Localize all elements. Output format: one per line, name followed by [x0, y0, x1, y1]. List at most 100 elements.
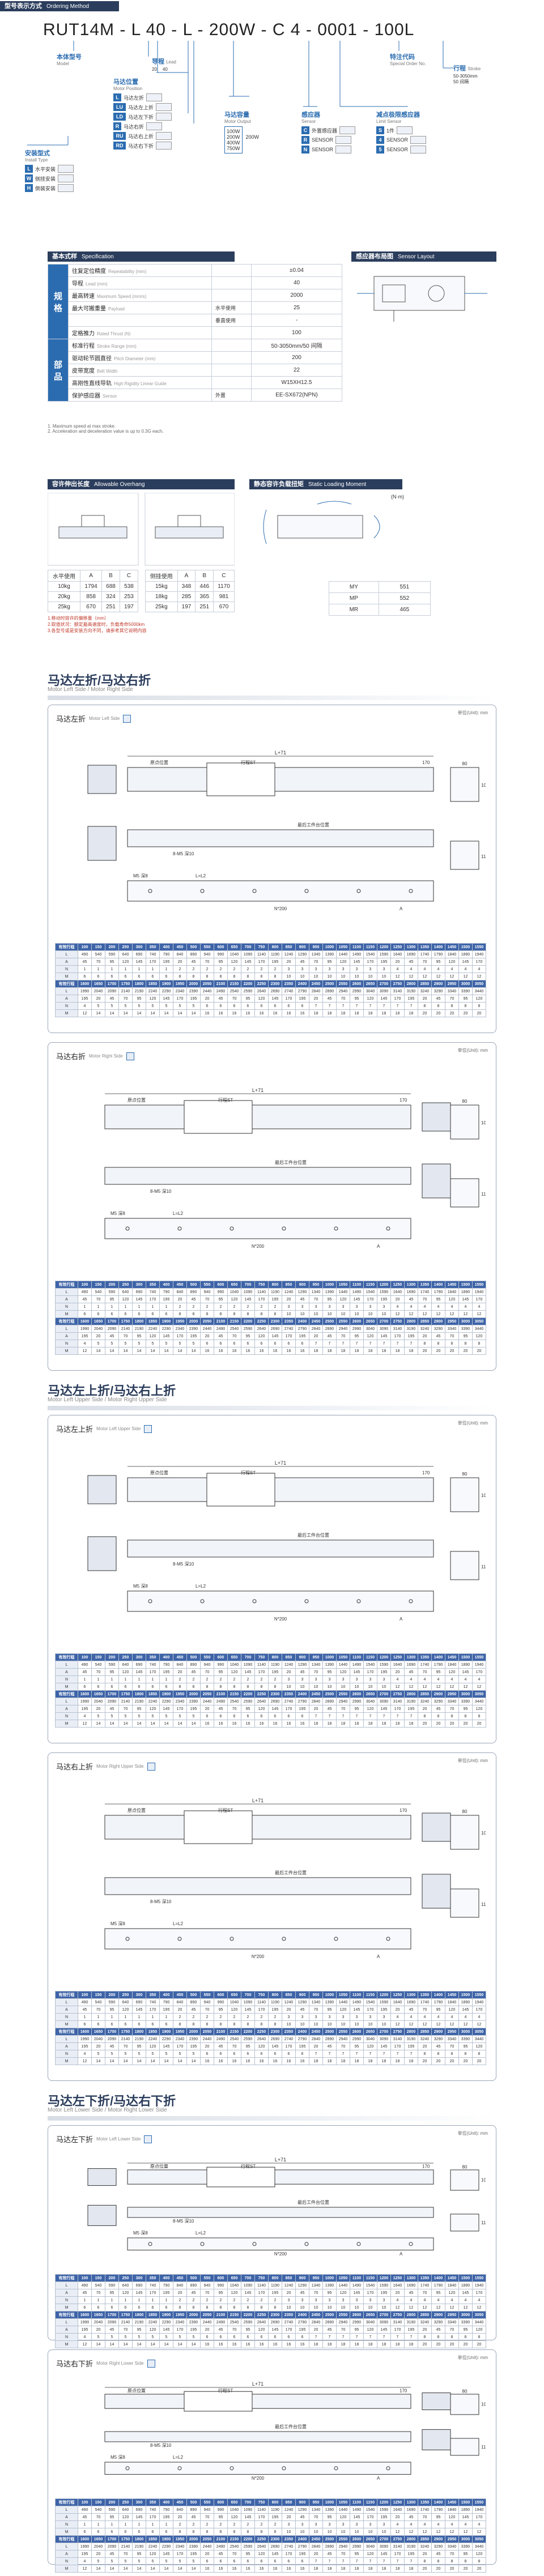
dim-cell: 6 [295, 1002, 309, 1010]
dim-cell: 145 [458, 958, 473, 966]
dim-stroke-cell: 2000 [186, 2028, 201, 2036]
dim-cell: 2340 [173, 2035, 187, 2043]
dim-cell: 195 [377, 1668, 391, 1676]
dim-cell: 20 [418, 995, 432, 1003]
dim-cell: 10 [282, 1683, 296, 1691]
dim-stroke-cell: 2700 [377, 1317, 391, 1325]
dim-stroke-cell: 250 [118, 943, 133, 951]
dim-cell: 3 [350, 2296, 364, 2304]
actuator-body-side [104, 1877, 411, 1895]
dim-cell: 2490 [214, 987, 228, 995]
dim-cell: 1290 [295, 950, 309, 958]
dim-cell: 95 [322, 2289, 337, 2297]
spec-item-value: - [251, 314, 342, 327]
dim-stroke-cell: 100 [78, 1281, 92, 1289]
dim-cell: 1640 [390, 2281, 405, 2289]
dim-cell: 1140 [254, 1661, 269, 1669]
dim-cell: 16 [200, 1347, 214, 1355]
dim-stroke-cell: 1400 [431, 1281, 445, 1289]
dim-stroke-cell: 2350 [282, 2028, 296, 2036]
dim-cell: 6 [227, 2557, 241, 2565]
dim-stroke-cell: 100 [78, 1991, 92, 1999]
dim-cell: 6 [159, 2528, 173, 2536]
dim-cell: 7 [377, 2333, 391, 2341]
dim-cell: 6 [105, 2020, 119, 2028]
dim-stroke-cell: 950 [309, 2274, 323, 2282]
dim-stroke-cell: 1050 [336, 943, 350, 951]
dim-cell: 145 [159, 1705, 173, 1713]
dim-cell: 10 [336, 2020, 350, 2028]
dim-stroke-cell: 1550 [472, 2274, 486, 2282]
dim-cell: 20 [472, 1347, 486, 1355]
overhang-h-cell: 858 [80, 591, 103, 602]
dim-cell: 5 [186, 1340, 201, 1347]
dim-cell: 1 [146, 2013, 160, 2021]
dim-cell: 2890 [322, 1698, 337, 1705]
dim-cell: 20 [445, 2340, 459, 2348]
dim-cell: 1890 [458, 950, 473, 958]
dim-cell: 590 [105, 2281, 119, 2289]
dim-cell: 10 [350, 2528, 364, 2536]
dim-label-mount: M5 深8 [133, 873, 148, 878]
dim-cell: 2840 [309, 2543, 323, 2551]
dim-row-label: L [55, 2318, 78, 2326]
dim-label-limit: 8-M5 深10 [173, 2219, 194, 2224]
dim-stroke-cell: 2250 [254, 1317, 269, 1325]
dim-row-label: A [55, 2513, 78, 2521]
dim-cell: 2290 [159, 2035, 173, 2043]
dim-cell: 1340 [309, 1998, 323, 2006]
dim-cell: 20 [309, 2550, 323, 2558]
dim-cell: 3 [350, 1303, 364, 1311]
dim-cell: 16 [295, 2057, 309, 2065]
dim-stroke-cell: 850 [282, 2498, 296, 2506]
end-view-2 [450, 1888, 479, 1918]
dim-cell: 70 [200, 1295, 214, 1303]
dim-cell: 3240 [418, 987, 432, 995]
dim-cell: 120 [336, 1668, 350, 1676]
dim-stroke-cell: 1900 [159, 2311, 173, 2319]
dim-cell: 16 [282, 2340, 296, 2348]
limit-sensor-option-label: 1件 [386, 127, 395, 134]
dim-label-80: 80 [462, 761, 468, 766]
dim-cell: 7 [336, 2050, 350, 2058]
dim-cell: 20 [200, 1332, 214, 1340]
dim-stroke-cell: 600 [214, 1991, 228, 1999]
dim-cell: 2840 [309, 987, 323, 995]
dim-cell: 2140 [118, 2543, 133, 2551]
dim-stroke-cell: 2650 [363, 1317, 377, 1325]
dim-cell: 20 [282, 2006, 296, 2014]
dim-cell: 6 [241, 1340, 255, 1347]
dim-stroke-cell: 900 [295, 943, 309, 951]
dim-stroke-cell: 1950 [173, 1317, 187, 1325]
actuator-body-bottom [127, 2237, 434, 2251]
dim-cell: 7 [309, 2050, 323, 2058]
dim-cell: 145 [241, 2006, 255, 2014]
dim-cell: 7 [377, 2050, 391, 2058]
dim-cell: 2390 [186, 987, 201, 995]
dim-cell: 145 [458, 2006, 473, 2014]
dim-cell: 18 [404, 1009, 418, 1017]
dim-cell: 1690 [404, 1661, 418, 1669]
dim-cell: 18 [377, 1009, 391, 1017]
dim-cell: 3440 [472, 987, 486, 995]
dim-cell: 5 [132, 1340, 146, 1347]
dim-stroke-cell: 2550 [336, 1690, 350, 1698]
dim-cell: 45 [404, 1668, 418, 1676]
dim-cell: 1 [78, 2013, 92, 2021]
dim-cell: 7 [404, 1340, 418, 1347]
dim-cell: 3340 [445, 2543, 459, 2551]
dim-stroke-cell: 2550 [336, 2311, 350, 2319]
dim-cell: 20 [458, 1720, 473, 1728]
dim-cell: 14 [186, 2057, 201, 2065]
dim-cell: 120 [227, 2513, 241, 2521]
dim-cell: 4 [472, 2296, 486, 2304]
dim-cell: 5 [91, 1712, 105, 1720]
